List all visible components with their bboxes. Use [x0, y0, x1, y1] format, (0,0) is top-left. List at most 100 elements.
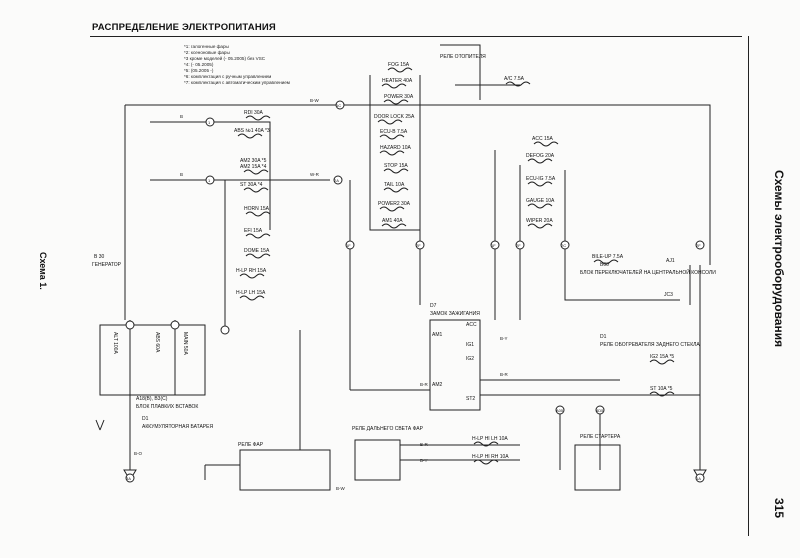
component-label: РЕЛЕ ФАР [238, 442, 264, 448]
top-stack-left-bus [369, 75, 420, 231]
fuse-symbol [243, 187, 269, 193]
fuse-symbol [239, 295, 265, 301]
component-label: ALT 100A [112, 332, 118, 354]
fuse-symbol [381, 83, 407, 89]
fuse-symbol [379, 206, 405, 212]
connector-circle [125, 320, 135, 330]
connector-label: 2C [561, 243, 566, 248]
fuse-label: HAZARD 10A [380, 145, 412, 151]
connector-label: 2F [416, 243, 421, 248]
wire-label: B [180, 172, 183, 177]
component-id: B 30 [94, 254, 105, 260]
connector-circle [560, 240, 570, 250]
header-rule [90, 36, 742, 37]
fuse-label: WIPER 20A [526, 218, 553, 224]
fuse-label: ST 30A *4 [240, 182, 263, 188]
fuse-symbol [245, 233, 271, 239]
hlp-hi-wires [400, 444, 520, 461]
fuse-symbol [505, 81, 531, 87]
note-line: *5: (05.2005 -) [184, 68, 214, 73]
wire-label: B-W [336, 486, 346, 491]
fuse-label: ST 10A *5 [650, 386, 673, 392]
fuse-label: DOOR LOCK 25A [374, 114, 415, 120]
switch-terminal: AM1 [432, 332, 443, 338]
fuse-block-inner [129, 320, 176, 395]
fuse-label: DOME 15A [244, 248, 270, 254]
fuse-symbol [379, 134, 405, 140]
component-id: D1 [142, 416, 149, 422]
fuse-symbol [383, 168, 409, 174]
ignition-switch-box [429, 319, 481, 411]
component-label: РЕЛЕ ОТОПИТЕЛЯ [440, 54, 486, 60]
note-line: *7: комплектация с автоматическим управл… [184, 80, 290, 85]
connector-circle [125, 473, 135, 483]
connector-circle [695, 240, 705, 250]
wire-label: B-W [310, 98, 320, 103]
note-line: *2: ксеноновые фары [184, 50, 230, 55]
component-label: БЛОК ПЕРЕКЛЮЧАТЕЛЕЙ НА ЦЕНТРАЛЬНОЙ КОНСО… [580, 268, 716, 276]
battery-symbol [95, 419, 105, 431]
connector-label: 1 [208, 178, 211, 183]
connector-circle [335, 100, 345, 110]
relay-top-wire [440, 44, 481, 100]
connector-circle [170, 320, 180, 330]
fuse-symbol [239, 273, 265, 279]
fuse-label: H-LP HI LH 10A [472, 436, 508, 442]
starter-relay-box [574, 444, 621, 491]
connector-circle [415, 240, 425, 250]
fuse-symbol [473, 459, 499, 465]
component-label: ГЕНЕРАТОР [92, 262, 122, 268]
wire-label: B-R [500, 372, 509, 377]
connector-circle [220, 325, 230, 335]
fuse-symbol [387, 67, 413, 73]
fuse-symbol [245, 211, 271, 217]
fuse-symbol [245, 115, 271, 121]
fuse-symbol [649, 391, 675, 397]
note-line: *4: (- 05.2005) [184, 62, 214, 67]
fuse-symbol [237, 133, 263, 139]
connector-circle [515, 240, 525, 250]
fuse-symbol [377, 119, 403, 125]
component-id: B00 [600, 262, 609, 268]
schema-label: Схема 1. [38, 252, 48, 290]
fuse-symbol [379, 150, 405, 156]
component-label: РЕЛЕ СТАРТЕРА [580, 434, 621, 440]
fuse-label: IG2 15A *5 [650, 354, 674, 360]
note-line: *1: галогенные фары [184, 44, 229, 49]
rdi-wire [150, 121, 271, 230]
connector-label: 1C [336, 103, 341, 108]
fuse-label: HORN 15A [244, 206, 270, 212]
fuse-symbol [245, 253, 271, 259]
fuse-label: HEATER 40A [382, 78, 413, 84]
fuse-symbol [649, 359, 675, 365]
connector-circle [333, 175, 343, 185]
connector-circle [205, 117, 215, 127]
main-bus-wire [125, 104, 711, 265]
component-label: РЕЛЕ ДАЛЬНЕГО СВЕТА ФАР [352, 426, 424, 432]
connector-label: 2F [516, 243, 521, 248]
wire-label: B-R [420, 382, 429, 387]
fuse-label: AM2 15A *4 [240, 164, 267, 170]
connector-circle [555, 405, 565, 415]
switch-terminal: IG1 [466, 342, 474, 348]
switch-terminal: AM2 [432, 382, 443, 388]
fuse-label: EFI 15A [244, 228, 263, 234]
switch-terminal: ACC [466, 322, 477, 328]
component-label: ЗАМОК ЗАЖИГАНИЯ [430, 311, 480, 317]
component-id: D7 [430, 303, 437, 309]
relay-feed [204, 464, 240, 480]
junction-wire [564, 245, 680, 301]
note-line: *3 кроме моделей (- 05.2005) без VSC [184, 56, 266, 61]
connector-label: 4D5 [596, 408, 604, 413]
headlamp-relay-box [239, 449, 331, 491]
connector-label: 1F [491, 243, 496, 248]
fuse-label: STOP 15A [384, 163, 408, 169]
connector-label: 2A [334, 178, 339, 183]
fuse-label: POWER 30A [384, 94, 414, 100]
connector-label: JC3 [664, 292, 673, 298]
fuse-symbol [243, 169, 269, 175]
margin-rule [748, 36, 749, 536]
fuse-label: RDI 30A [244, 110, 264, 116]
connector-circle [695, 473, 705, 483]
fuse-symbol [381, 223, 407, 229]
